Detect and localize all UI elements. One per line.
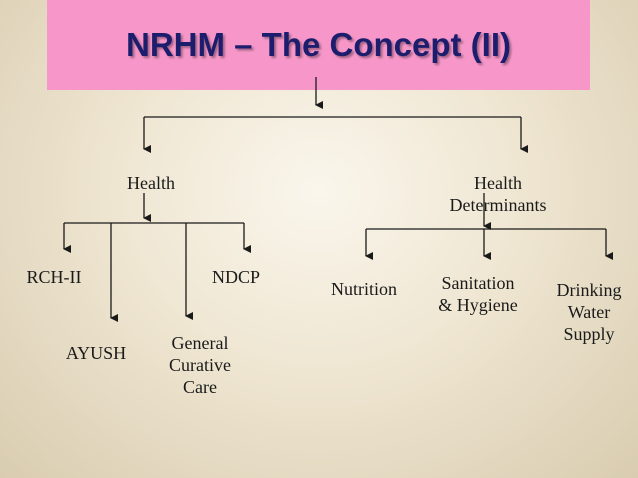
node-health: Health xyxy=(127,173,175,193)
node-ayush: AYUSH xyxy=(65,343,127,363)
slide-title: NRHM – The Concept (II) xyxy=(126,26,511,63)
node-rch-ii: RCH-II xyxy=(26,267,82,287)
node-ndcp: NDCP xyxy=(211,267,261,287)
node-drinking-water-supply: Drinking Water Supply xyxy=(556,280,622,344)
node-nutrition: Nutrition xyxy=(331,279,397,299)
node-health-determinants: Health Determinants xyxy=(449,173,547,215)
node-sanitation-hygiene: Sanitation & Hygiene xyxy=(438,273,518,315)
node-general-curative-care: General Curative Care xyxy=(169,333,231,397)
title-banner: NRHM – The Concept (II) xyxy=(47,0,590,90)
